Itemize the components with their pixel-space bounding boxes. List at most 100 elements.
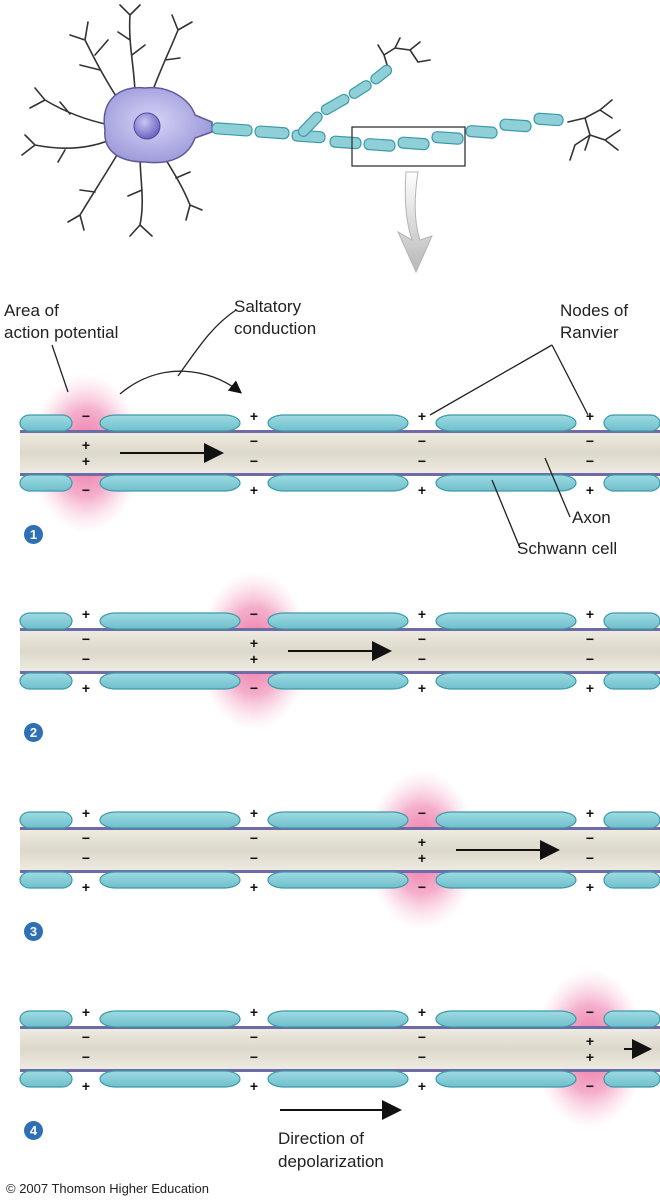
myelin-segment xyxy=(465,125,498,139)
myelin-sheath-top xyxy=(19,612,73,630)
nodes-label-line1: Nodes of xyxy=(560,301,629,320)
nodes-label-line2: Ranvier xyxy=(560,323,619,342)
minus-charge: − xyxy=(585,433,595,449)
minus-charge: − xyxy=(585,850,595,866)
axon-fiber-step xyxy=(19,770,660,930)
zoom-box xyxy=(351,126,466,167)
minus-charge: − xyxy=(81,850,91,866)
myelin-sheath-top xyxy=(267,414,409,432)
neuron-illustration xyxy=(21,4,621,274)
nucleus xyxy=(133,112,161,140)
myelinated-axon xyxy=(211,64,564,152)
minus-charge: − xyxy=(585,1004,595,1020)
myelin-segment xyxy=(329,135,362,150)
myelin-segment xyxy=(297,111,323,137)
myelin-sheath-top xyxy=(603,414,660,432)
plus-charge: + xyxy=(249,482,259,498)
myelin-segment xyxy=(211,122,253,137)
plus-charge: + xyxy=(585,482,595,498)
minus-charge: − xyxy=(249,606,259,622)
myelin-sheath-top xyxy=(99,414,241,432)
plus-charge: + xyxy=(81,680,91,696)
axon-core xyxy=(20,431,660,475)
schwann-cell-label: Schwann cell xyxy=(517,539,618,558)
axon-label: Axon xyxy=(572,508,611,527)
minus-charge: − xyxy=(81,1029,91,1045)
area-leader xyxy=(51,344,69,393)
myelin-sheath-bottom xyxy=(267,1070,409,1088)
minus-charge: − xyxy=(249,850,259,866)
plus-charge: + xyxy=(81,1078,91,1094)
schwann-leader xyxy=(491,479,521,549)
saltatory-label-line1: Saltatory xyxy=(234,297,302,316)
minus-charge: − xyxy=(249,680,259,696)
myelin-sheath-top xyxy=(435,1010,577,1028)
myelin-segment xyxy=(397,136,430,151)
nodes-leader-a xyxy=(429,344,553,416)
myelin-sheath-bottom xyxy=(19,474,73,492)
myelin-sheath-top xyxy=(603,1010,660,1028)
myelin-sheath-bottom xyxy=(19,1070,73,1088)
plus-charge: + xyxy=(249,635,259,651)
plus-charge: + xyxy=(81,805,91,821)
axon-fiber-step xyxy=(19,571,660,731)
minus-charge: − xyxy=(585,1078,595,1094)
minus-charge: − xyxy=(417,805,427,821)
plus-charge: + xyxy=(417,680,427,696)
zoom-arrow xyxy=(396,171,433,274)
myelin-sheath-top xyxy=(19,811,73,829)
plus-charge: + xyxy=(417,408,427,424)
plus-charge: + xyxy=(81,606,91,622)
minus-charge: − xyxy=(249,1049,259,1065)
plus-charge: + xyxy=(249,1004,259,1020)
myelin-sheath-top xyxy=(603,811,660,829)
plus-charge: + xyxy=(81,879,91,895)
myelin-sheath-bottom xyxy=(603,672,660,690)
minus-charge: − xyxy=(81,651,91,667)
plus-charge: + xyxy=(417,482,427,498)
plus-charge: + xyxy=(417,1004,427,1020)
myelin-sheath-top xyxy=(435,612,577,630)
area-label-line1: Area of xyxy=(4,301,59,320)
saltatory-arc-arrow xyxy=(119,370,243,395)
myelin-sheath-top xyxy=(99,811,241,829)
plus-charge: + xyxy=(585,879,595,895)
myelin-segment xyxy=(499,118,532,133)
plus-charge: + xyxy=(81,453,91,469)
minus-charge: − xyxy=(81,830,91,846)
myelin-sheath-top xyxy=(267,612,409,630)
step-number-badge: 2 xyxy=(24,723,43,742)
myelin-sheath-bottom xyxy=(603,1070,660,1088)
plus-charge: + xyxy=(249,879,259,895)
leader-lines xyxy=(51,309,589,1120)
myelin-sheath-top xyxy=(99,1010,241,1028)
minus-charge: − xyxy=(249,1029,259,1045)
minus-charge: − xyxy=(81,631,91,647)
plus-charge: + xyxy=(585,1049,595,1065)
minus-charge: − xyxy=(417,453,427,469)
myelin-sheath-bottom xyxy=(603,871,660,889)
plus-charge: + xyxy=(249,408,259,424)
myelin-sheath-top xyxy=(435,811,577,829)
minus-charge: − xyxy=(417,1029,427,1045)
direction-label-line2: depolarization xyxy=(278,1152,384,1171)
axon-fiber-step xyxy=(19,969,660,1129)
minus-charge: − xyxy=(417,1049,427,1065)
myelin-sheath-bottom xyxy=(99,672,241,690)
myelin-segment xyxy=(533,112,564,127)
myelin-sheath-bottom xyxy=(435,1070,577,1088)
minus-charge: − xyxy=(585,651,595,667)
myelin-sheath-top xyxy=(99,612,241,630)
plus-charge: + xyxy=(417,606,427,622)
minus-charge: − xyxy=(585,631,595,647)
minus-charge: − xyxy=(417,651,427,667)
minus-charge: − xyxy=(249,830,259,846)
myelin-segment xyxy=(320,93,350,116)
myelin-sheath-bottom xyxy=(19,672,73,690)
axon-collateral xyxy=(377,37,431,69)
axon-terminal xyxy=(567,99,621,161)
minus-charge: − xyxy=(417,879,427,895)
plus-charge: + xyxy=(585,408,595,424)
direction-label-line1: Direction of xyxy=(278,1129,364,1148)
saltatory-leader xyxy=(177,309,237,377)
